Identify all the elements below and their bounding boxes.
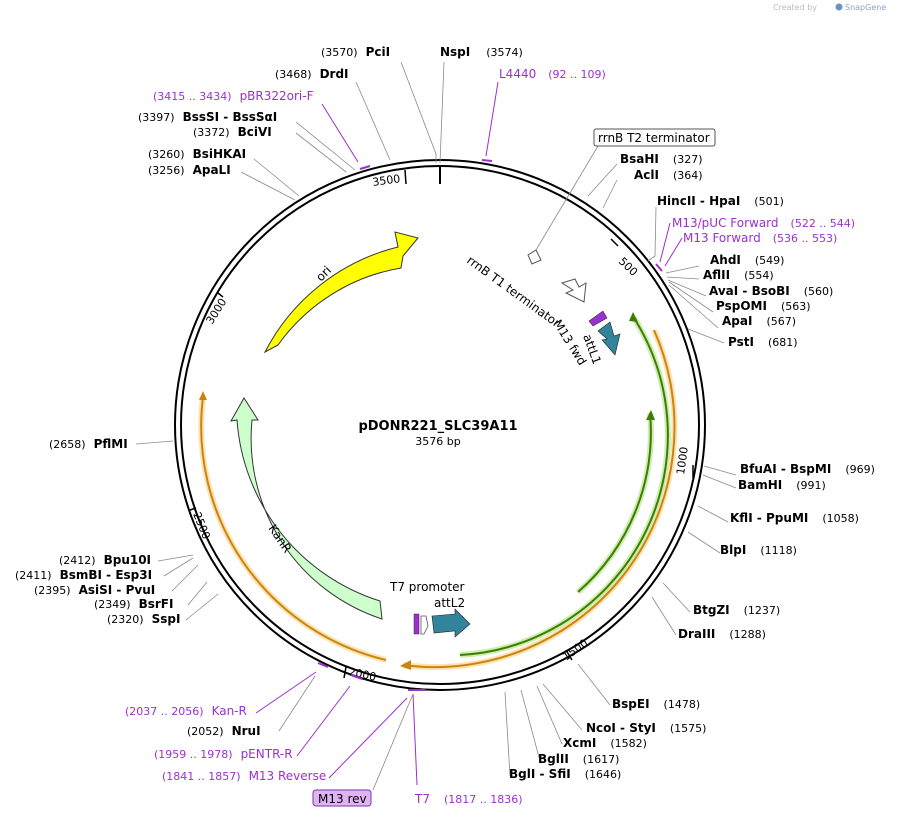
site-BciVI[interactable]: (3372)BciVI <box>193 125 272 139</box>
m13-rev-mark[interactable] <box>413 613 420 635</box>
insert-green-glow <box>459 316 671 658</box>
tick-group-2000: 2000 <box>343 665 377 684</box>
l4440-tick <box>481 159 493 162</box>
site-BspEI[interactable]: BspEI(1478) <box>612 697 700 711</box>
rrnb-t2-label: rrnB T2 terminator <box>598 131 710 145</box>
site-BfuAI[interactable]: BfuAI - BspMI(969) <box>740 462 875 476</box>
site-leaders <box>135 61 737 777</box>
t7-promoter-mark[interactable] <box>420 615 429 635</box>
primer-leaders <box>255 81 683 791</box>
insert-orange-arrowhead <box>400 660 411 670</box>
site-labels: (3570)PciI NspI(3574) (3468)DrdI (3397)B… <box>15 45 875 781</box>
rrnb-t1-feature[interactable] <box>560 278 587 303</box>
site-BglII[interactable]: BglII(1617) <box>538 752 619 766</box>
site-NcoI[interactable]: NcoI - StyI(1575) <box>586 721 706 735</box>
site-PciI[interactable]: (3570)PciI <box>321 45 390 59</box>
m13-forward-tick <box>655 263 663 272</box>
tick-label-3500: 3500 <box>372 172 402 189</box>
attl1-feature[interactable] <box>597 321 621 356</box>
kanr-feature[interactable] <box>230 397 383 620</box>
insert-green-inner-arrowhead <box>646 410 655 420</box>
site-AflII[interactable]: AflII(554) <box>703 268 774 282</box>
site-NruI[interactable]: (2052)NruI <box>187 724 261 738</box>
primer-labels: L4440(92 .. 109) (3415 .. 3434)pBR322ori… <box>125 67 855 806</box>
pbr322ori-tick <box>359 165 371 170</box>
site-AclI[interactable]: AclI(364) <box>634 168 703 182</box>
site-DrdI[interactable]: (3468)DrdI <box>275 67 349 81</box>
site-BamHI[interactable]: BamHI(991) <box>738 478 826 492</box>
insert-green-arc[interactable] <box>459 317 669 656</box>
attl2-label: attL2 <box>434 596 465 610</box>
primer-T7[interactable]: T7(1817 .. 1836) <box>414 792 523 806</box>
site-BtgZI[interactable]: BtgZI(1237) <box>693 603 780 617</box>
site-Bpu10I[interactable]: (2412)Bpu10I <box>59 553 151 567</box>
site-BsiHKAI[interactable]: (3260)BsiHKAI <box>148 147 246 161</box>
site-DraIII[interactable]: DraIII(1288) <box>678 627 766 641</box>
site-AhdI[interactable]: AhdI(549) <box>710 253 784 267</box>
tick-label-500: 500 <box>616 255 640 279</box>
site-AsiSI[interactable]: (2395)AsiSI - PvuI <box>34 583 155 597</box>
insert-green-inner-glow <box>576 412 654 595</box>
site-ApaLI[interactable]: (3256)ApaLI <box>148 163 231 177</box>
m13-rev-label: M13 rev <box>318 792 367 806</box>
tick-label-2000: 2000 <box>347 665 377 684</box>
rrnb-t2-feature[interactable] <box>527 249 542 265</box>
site-BsaHI[interactable]: BsaHI(327) <box>620 152 703 166</box>
plasmid-size: 3576 bp <box>415 435 460 448</box>
primer-M13R[interactable]: (1841 .. 1857)M13 Reverse <box>162 769 326 783</box>
site-BsrFI[interactable]: (2349)BsrFI <box>94 597 173 611</box>
rrnb-t2-leader <box>535 145 599 251</box>
tick-group-1500: 1500 <box>560 636 590 663</box>
site-ApaI[interactable]: ApaI(567) <box>722 314 796 328</box>
kanr-label: KanR <box>266 522 295 556</box>
site-NspI[interactable]: NspI(3574) <box>440 45 523 59</box>
tick-label-1000: 1000 <box>674 446 691 476</box>
kan-r-tick <box>317 662 329 668</box>
insert-green-arrowhead <box>629 312 638 322</box>
left-orange-arc[interactable] <box>200 396 387 661</box>
site-SspI[interactable]: (2320)SspI <box>107 612 180 626</box>
site-PspOMI[interactable]: PspOMI(563) <box>716 299 811 313</box>
snapgene-logo-icon <box>835 3 843 11</box>
credit-text: Created by <box>773 3 817 12</box>
m13-rev-box <box>312 789 372 807</box>
site-BssSI[interactable]: (3397)BssSI - BssSαI <box>138 110 277 124</box>
pentr-r-tick <box>350 674 363 680</box>
tick-group-3500: 3500 <box>372 169 407 189</box>
tick-label-2500: 2500 <box>190 510 213 541</box>
insert-green-inner-arc[interactable] <box>577 412 652 593</box>
primer-M13pUC[interactable]: M13/pUC Forward(522 .. 544) <box>672 216 855 230</box>
attl2-feature[interactable] <box>431 608 471 638</box>
primer-pBR322ori-F[interactable]: (3415 .. 3434)pBR322ori-F <box>153 89 314 103</box>
site-AvaI[interactable]: AvaI - BsoBI(560) <box>709 284 833 298</box>
insert-orange-arc[interactable] <box>402 329 676 668</box>
site-BglI[interactable]: BglI - SfiI(1646) <box>509 767 621 781</box>
site-HincII[interactable]: HincII - HpaI(501) <box>657 194 784 208</box>
primer-pENTR-R[interactable]: (1959 .. 1978)pENTR-R <box>154 747 293 761</box>
site-PflMI[interactable]: (2658)PflMI <box>49 437 128 451</box>
tick-label-1500: 1500 <box>560 636 590 663</box>
primer-M13F[interactable]: M13 Forward(536 .. 553) <box>683 231 837 245</box>
primer-L4440[interactable]: L4440(92 .. 109) <box>499 67 606 81</box>
t7-promoter-label: T7 promoter <box>389 580 465 594</box>
site-KflI[interactable]: KflI - PpuMI(1058) <box>730 511 859 525</box>
site-PstI[interactable]: PstI(681) <box>728 335 798 349</box>
site-BlpI[interactable]: BlpI(1118) <box>720 543 797 557</box>
m13-fwd-feature[interactable] <box>588 310 608 327</box>
rrnb-t1-label: rrnB T1 terminator <box>464 253 563 330</box>
left-orange-arrowhead <box>199 391 207 400</box>
rrnb-t2-box <box>593 128 716 147</box>
primer-Kan-R[interactable]: (2037 .. 2056)Kan-R <box>125 704 247 718</box>
site-XcmI[interactable]: XcmI(1582) <box>563 736 647 750</box>
left-orange-glow <box>198 396 387 663</box>
credit-brand: SnapGene <box>845 3 886 12</box>
site-BsmBI[interactable]: (2411)BsmBI - Esp3I <box>15 568 152 582</box>
tick-group-1000: 1000 <box>674 446 694 478</box>
plasmid-name: pDONR221_SLC39A11 <box>358 419 517 434</box>
ori-feature[interactable] <box>263 231 419 354</box>
